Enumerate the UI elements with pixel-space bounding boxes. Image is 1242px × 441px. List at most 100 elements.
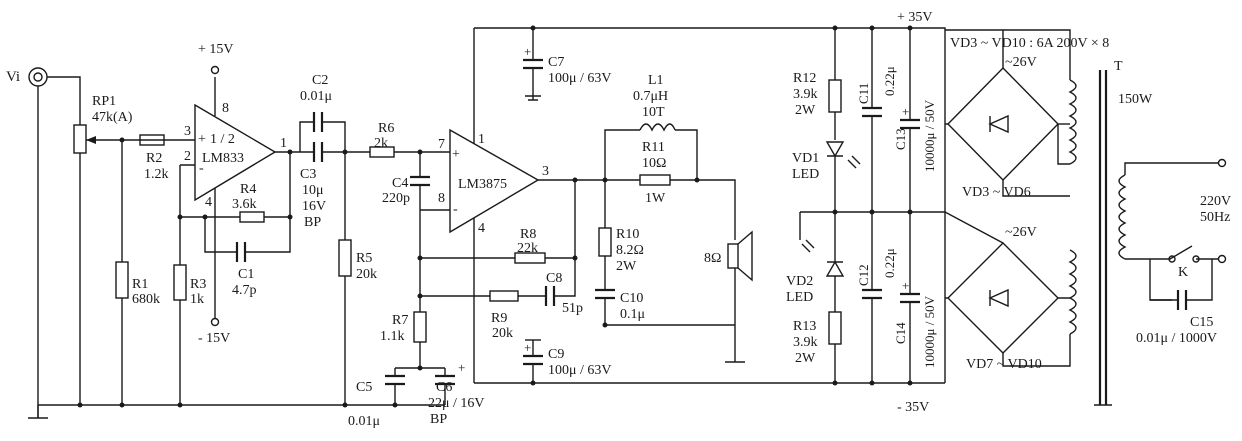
output-wires (604, 129, 736, 240)
c6-value: 22μ / 16V (428, 396, 485, 411)
c14-capacitor: + C14 10000μ / 50V (893, 212, 937, 383)
l1-name: L1 (648, 73, 664, 88)
c9-capacitor: + C9 100μ / 63V (523, 339, 612, 383)
c8-value: 51p (562, 301, 583, 316)
lm3875-pin4: 4 (478, 221, 485, 236)
c9-polarity: + (524, 340, 531, 355)
c15-value: 0.01μ / 1000V (1136, 331, 1217, 346)
c3-value3: BP (304, 215, 321, 230)
lm3875-amplifier: + - LM3875 7 8 1 4 3 (420, 28, 605, 383)
rail-positive-label: + 35V (897, 10, 933, 25)
c7-value: 100μ / 63V (548, 71, 612, 86)
r5-resistor: R5 20k (338, 152, 377, 405)
c15-capacitor: C15 0.01μ / 1000V (1136, 259, 1217, 346)
r3-resistor: R3 1k (173, 264, 206, 307)
lm3875-label: LM3875 (458, 177, 507, 192)
bridge1-label: VD3 ~ VD6 (962, 185, 1031, 200)
bridge-rectifier-1: ~26V VD3 ~ VD6 (944, 29, 1070, 212)
c7-capacitor: + C7 100μ / 63V (523, 28, 612, 101)
vd2-led: VD2 LED (786, 212, 845, 312)
c13-capacitor: + C13 10000μ / 50V (893, 28, 937, 212)
lm833-minus: - (199, 161, 204, 176)
lm833-line1: 1 / 2 (210, 132, 235, 147)
r6-resistor: R6 2k (345, 121, 450, 158)
c2-name: C2 (312, 73, 328, 88)
r3-value: 1k (190, 292, 204, 307)
r4-value: 3.6k (232, 197, 257, 212)
c9-name: C9 (548, 347, 564, 362)
c13-name: C13 (893, 128, 908, 150)
r8-value: 22k (517, 241, 538, 256)
c7-polarity: + (524, 44, 531, 59)
c13-value: 10000μ / 50V (922, 99, 937, 172)
r1-name: R1 (132, 277, 148, 292)
r13-value: 3.9k (793, 335, 818, 350)
c5-c6-wires (394, 367, 446, 405)
input-jack: Vi (6, 67, 48, 87)
r12-resistor: R12 3.9k 2W (793, 28, 842, 140)
transformer-power: 150W (1118, 92, 1153, 107)
r2-resistor: R2 1.2k (139, 134, 169, 182)
lm833-pin1: 1 (280, 136, 287, 151)
bridge2-label: VD7 ~ VD10 (966, 357, 1042, 372)
r5-name: R5 (356, 251, 372, 266)
vd2-name: VD2 (786, 274, 813, 289)
r7-name: R7 (392, 313, 408, 328)
c12-name: C12 (856, 264, 871, 286)
r13-resistor: R13 3.9k 2W (793, 311, 842, 383)
c6-capacitor: + C6 22μ / 16V BP (428, 360, 485, 427)
lm3875-pin8: 8 (438, 191, 445, 206)
l1-value: 0.7μH (633, 89, 668, 104)
lm833-line2: LM833 (202, 151, 244, 166)
c14-polarity: + (902, 278, 909, 293)
r10-value: 8.2Ω (616, 243, 644, 258)
r9-resistor: R9 20k (420, 258, 576, 341)
lm833-plus: + (198, 132, 206, 147)
lm833-pin3: 3 (184, 124, 191, 139)
c11-value: 0.22μ (882, 66, 897, 96)
lm833-opamp: + - 1 / 2 LM833 3 2 8 4 1 + 15V - 15V (180, 42, 300, 346)
r1-value: 680k (132, 292, 160, 307)
r11-name: R11 (642, 140, 665, 155)
r9-name: R9 (491, 311, 507, 326)
r12-value2: 2W (795, 103, 816, 118)
r8-name: R8 (520, 227, 536, 242)
c1-name: C1 (238, 267, 254, 282)
c5-name: C5 (356, 380, 372, 395)
rp1-value: 47k(A) (92, 110, 133, 125)
c3-value: 10μ (302, 183, 324, 198)
c4-value: 220p (382, 191, 410, 206)
r4-resistor: R4 3.6k (232, 182, 265, 223)
lm3875-minus: - (453, 202, 458, 217)
c12-capacitor: C12 0.22μ (856, 212, 897, 383)
l1-value2: 10T (642, 105, 665, 120)
c8-name: C8 (546, 271, 562, 286)
lm3875-plus: + (452, 147, 460, 162)
c11-name: C11 (856, 83, 871, 104)
ground-symbol (28, 405, 48, 419)
rp1-name: RP1 (92, 94, 116, 109)
c3-capacitor: C3 10μ 16V BP (300, 142, 326, 230)
mains-voltage: 220V (1200, 194, 1231, 209)
vd1-value: LED (792, 167, 819, 182)
r12-value: 3.9k (793, 87, 818, 102)
vd1-led: VD1 LED (792, 141, 861, 212)
feedback-wires (180, 152, 291, 253)
r1-resistor: R1 680k (115, 140, 160, 405)
r10-value2: 2W (616, 259, 637, 274)
c5-capacitor: C5 0.01μ (348, 374, 405, 429)
r7-value: 1.1k (380, 329, 405, 344)
mains-input: 220V 50Hz K (1124, 158, 1231, 301)
bridge-rectifier-2: ~26V VD7 ~ VD10 (944, 211, 1059, 383)
c12-value: 0.22μ (882, 248, 897, 278)
switch-k-label: K (1178, 265, 1188, 280)
lm3875-pin7: 7 (438, 137, 445, 152)
r11-resistor: R11 10Ω 1W (639, 140, 671, 206)
r2-name: R2 (146, 151, 162, 166)
diode-note: VD3 ~ VD10 : 6A 200V × 8 (950, 36, 1109, 51)
c6-value2: BP (430, 412, 447, 427)
lm833-pin8: 8 (222, 101, 229, 116)
c13-polarity: + (902, 104, 909, 119)
c6-polarity: + (458, 360, 465, 375)
